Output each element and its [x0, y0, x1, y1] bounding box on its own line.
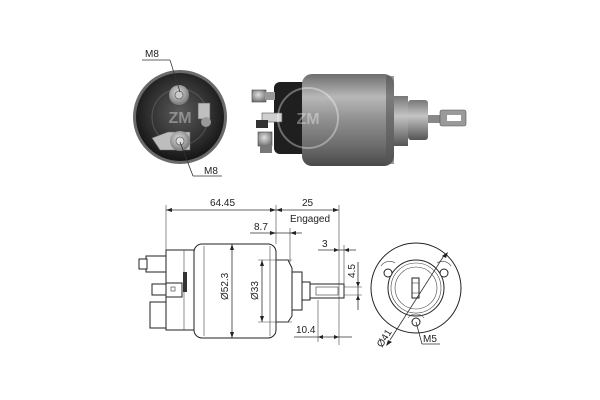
- watermark-logo: ZM: [168, 110, 191, 127]
- spade-terminal: [151, 283, 167, 296]
- dim-offset: 8.7: [254, 222, 268, 233]
- dim-tab-length: 10.4: [296, 325, 316, 336]
- stud-top: [145, 255, 167, 273]
- dim-nose-diameter: Ø33: [250, 281, 261, 300]
- watermark-logo-ring: [277, 87, 339, 149]
- dim-stroke: 25: [302, 198, 314, 209]
- dim-mount-thread: M5: [423, 334, 437, 345]
- plunger-tab: [309, 283, 345, 299]
- dim-stroke-note: Engaged: [290, 214, 330, 225]
- dim-overall-length: 64.45: [210, 198, 235, 209]
- top-terminal-stud: [169, 85, 189, 105]
- label-m8-top: M8: [142, 49, 181, 93]
- watermark-logo: ZM: [296, 111, 319, 128]
- m8-top-text: M8: [145, 49, 159, 60]
- m8-bottom-text: M8: [204, 166, 218, 177]
- mount-hole-left: [383, 268, 393, 278]
- mount-hole-right: [439, 268, 449, 278]
- nose: [275, 259, 293, 323]
- bottom-terminal-stud: [151, 131, 191, 151]
- dim-flange-diameter: Ø41: [375, 327, 395, 349]
- photo-end-view: ZM: [133, 70, 227, 164]
- drawing-side-view: 64.45 25 Engaged 8.7 Ø52.3 Ø33 3 4.5: [138, 198, 362, 345]
- dim-tab-hole: 4.5: [347, 264, 358, 278]
- label-m8-bottom: M8: [179, 141, 222, 177]
- drawing-end-view: Ø41 M5: [370, 242, 462, 350]
- dim-tab-width: 3: [322, 239, 328, 250]
- photo-side-view: ZM: [251, 74, 467, 166]
- dim-body-diameter: Ø52.3: [220, 272, 231, 300]
- stud-bottom: [149, 301, 167, 329]
- body-can: [193, 243, 277, 339]
